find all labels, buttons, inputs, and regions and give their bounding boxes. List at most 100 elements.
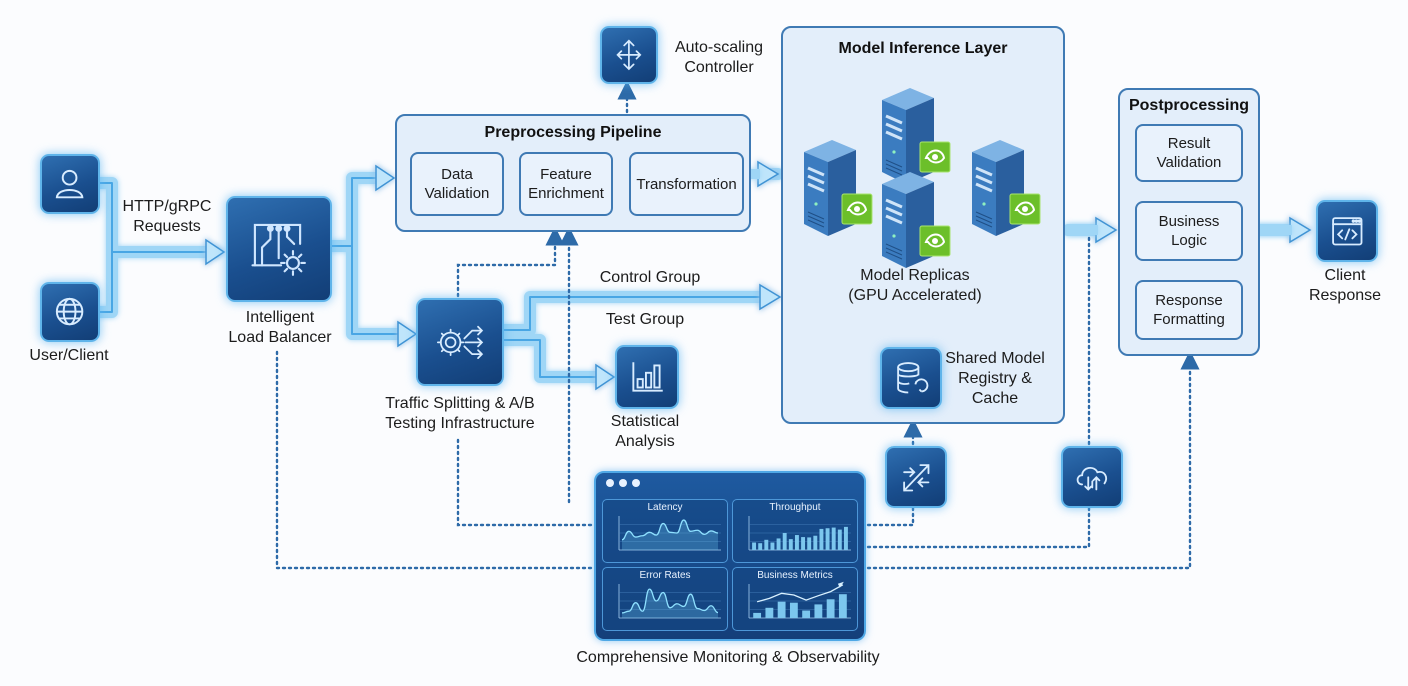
autoscaling-label-line2: Controller: [684, 59, 754, 76]
bar: [837, 529, 842, 550]
user-icon: [56, 170, 84, 199]
panel-error-rates[interactable]: Error Rates: [602, 567, 728, 631]
dotted-monitor-to-router: [860, 506, 915, 527]
panel-latency[interactable]: Latency: [602, 499, 728, 563]
stats-label: Statistical Analysis: [590, 412, 700, 452]
model-replicas-label-line2: (GPU Accelerated): [848, 287, 982, 304]
autoscaling-tile[interactable]: [600, 26, 658, 84]
panel-throughput[interactable]: Throughput: [732, 499, 858, 563]
stats-label-line1: Statistical: [610, 413, 680, 430]
bar: [843, 526, 848, 550]
user-client-label: User/Client: [29, 347, 109, 364]
client-response-tile[interactable]: [1316, 200, 1378, 262]
arrowhead-to-traffic: [397, 320, 418, 348]
traffic-split-label-line1: Traffic Splitting & A/B: [385, 395, 535, 412]
client-response-label-line2: Response: [1308, 287, 1382, 304]
business-metrics-title: Business Metrics: [757, 570, 833, 581]
bar: [831, 527, 836, 550]
gpu-server-replica[interactable]: [876, 170, 966, 270]
registry-tile[interactable]: [880, 347, 942, 409]
dotted-lb-to-monitor: [275, 350, 596, 570]
requests-label: HTTP/gRPC Requests: [112, 197, 222, 237]
code-window-icon: [1331, 216, 1363, 246]
bar: [770, 542, 775, 550]
bar: [801, 537, 806, 550]
stage-result-validation-line1: Result: [1167, 135, 1211, 152]
traffic-router-tile[interactable]: [885, 446, 947, 508]
stage-data-validation-line2: Validation: [424, 185, 490, 202]
bar: [826, 599, 835, 618]
user-tile[interactable]: [40, 154, 100, 214]
area-fill: [622, 589, 718, 618]
bar: [758, 543, 763, 550]
move-arrows-icon: [616, 39, 642, 71]
stage-transformation[interactable]: Transformation: [629, 152, 744, 216]
panel-business-metrics[interactable]: Business Metrics: [732, 567, 858, 631]
load-balancer-label-line2: Load Balancer: [228, 329, 332, 346]
gpu-server-replica[interactable]: [966, 138, 1056, 238]
bar: [813, 535, 818, 550]
stats-tile[interactable]: [615, 345, 679, 409]
latency-chart: [618, 516, 721, 551]
bar: [777, 601, 786, 618]
bar: [819, 528, 824, 550]
series-line: [621, 519, 719, 541]
circuit-gear-icon: [251, 224, 307, 277]
stage-business-logic-line2: Logic: [1171, 232, 1207, 249]
globe-icon: [56, 298, 84, 326]
dotted-monitor-to-cloud: [860, 506, 1091, 549]
registry-label-line1: Shared Model: [945, 350, 1045, 367]
dotted-traffic-down: [456, 438, 596, 527]
bar: [814, 604, 823, 618]
trend-line: [756, 584, 844, 603]
area-fill: [622, 520, 718, 550]
gpu-badge-icon: [841, 193, 873, 225]
model-replicas-label: Model Replicas (GPU Accelerated): [830, 266, 1000, 306]
business-metrics-chart: [748, 581, 851, 619]
traffic-split-label-line2: Testing Infrastructure: [385, 415, 535, 432]
gpu-badge-icon: [919, 225, 951, 257]
load-balancer-tile[interactable]: [226, 196, 332, 302]
gear-split-icon: [436, 325, 483, 359]
stage-result-validation-line2: Validation: [1156, 154, 1222, 171]
monitoring-label: Comprehensive Monitoring & Observability: [576, 649, 880, 666]
throughput-chart: [748, 516, 851, 551]
bar: [776, 538, 781, 550]
bar: [807, 537, 812, 550]
test-group-label: Test Group: [605, 311, 685, 328]
flow-lb-to-preprocessing: [326, 172, 386, 252]
bar-chart-icon: [632, 362, 663, 392]
traffic-split-label: Traffic Splitting & A/B Testing Infrastr…: [370, 394, 550, 434]
arrowhead-to-preprocessing: [375, 164, 396, 192]
throughput-title: Throughput: [769, 502, 821, 513]
bar: [764, 539, 769, 550]
series-line: [621, 588, 719, 614]
monitoring-dashboard[interactable]: Latency Throughput Error Rates Business …: [594, 471, 866, 641]
globe-tile[interactable]: [40, 282, 100, 342]
database-sync-icon: [896, 361, 929, 394]
traffic-split-tile[interactable]: [416, 298, 504, 386]
flow-test-group: [494, 334, 606, 383]
bar: [825, 528, 830, 550]
dotted-monitor-to-post: [860, 350, 1200, 570]
arrowhead-control-group: [759, 283, 782, 311]
load-balancer-label-line1: Intelligent: [245, 309, 315, 326]
stage-business-logic-line1: Business: [1158, 213, 1220, 230]
gpu-server-replica[interactable]: [876, 86, 966, 186]
gpu-server-replica[interactable]: [798, 138, 888, 238]
load-balancer-label: Intelligent Load Balancer: [210, 308, 350, 348]
flow-globe-to-lb: [92, 246, 118, 318]
stage-transformation-line1: Transformation: [636, 175, 737, 193]
requests-label-line2: Requests: [133, 218, 201, 235]
bar: [838, 594, 847, 618]
postprocessing-title: Postprocessing: [1128, 97, 1250, 114]
latency-title: Latency: [647, 502, 683, 513]
cloud-sync-tile[interactable]: [1061, 446, 1123, 508]
bar: [788, 539, 793, 550]
stage-feature-enrichment-line2: Enrichment: [528, 185, 604, 202]
